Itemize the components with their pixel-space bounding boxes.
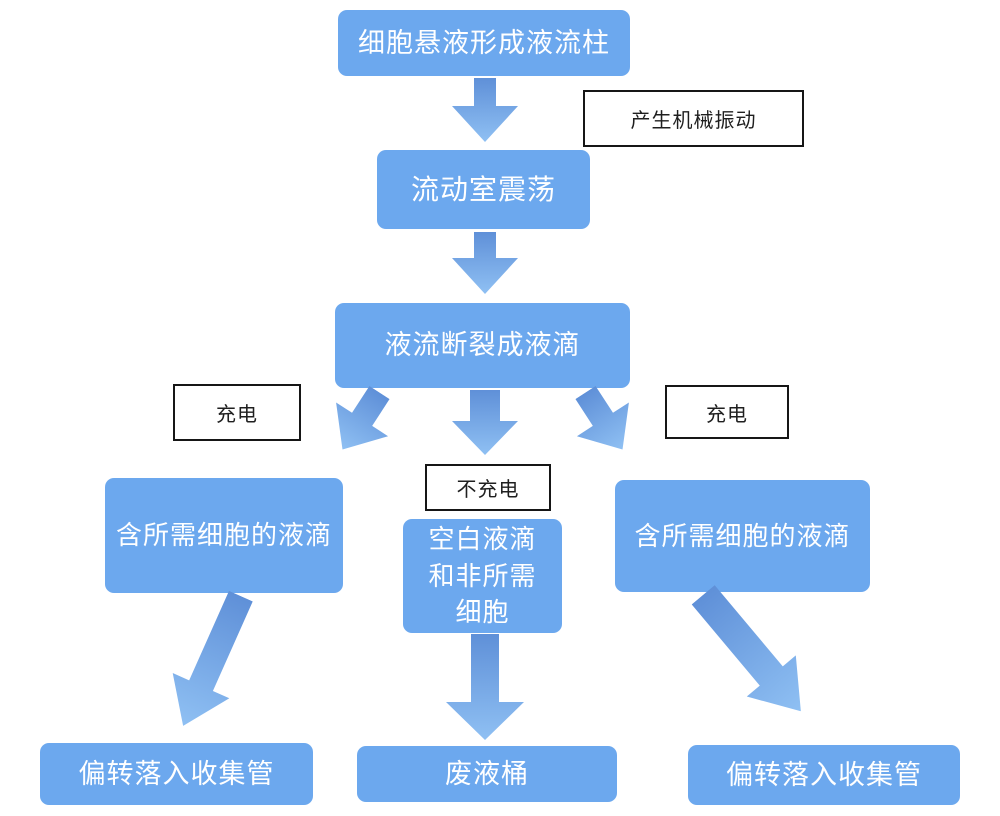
arrow-stream-to-chamber-icon [452, 78, 518, 142]
node-flow-chamber-oscillation: 流动室震荡 [377, 150, 590, 229]
arrow-droplets-to-right-droplet-icon [559, 376, 648, 467]
node-deflect-to-collection-tube-left: 偏转落入收集管 [40, 743, 313, 805]
arrow-right-droplet-to-collection-icon [679, 574, 826, 732]
arrow-droplets-to-left-droplet-icon [316, 376, 405, 467]
node-desired-cell-droplet-left: 含所需细胞的液滴 [105, 478, 343, 593]
node-stream-breaks-into-droplets: 液流断裂成液滴 [335, 303, 630, 388]
arrow-left-droplet-to-collection-icon [155, 584, 269, 739]
node-waste-container: 废液桶 [357, 746, 617, 802]
arrow-center-droplet-to-waste-icon [446, 634, 524, 740]
label-charge-right: 充电 [665, 385, 789, 439]
node-desired-cell-droplet-right: 含所需细胞的液滴 [615, 480, 870, 592]
label-charge-left: 充电 [173, 384, 301, 441]
arrow-chamber-to-droplets-icon [452, 232, 518, 294]
node-deflect-to-collection-tube-right: 偏转落入收集管 [688, 745, 960, 805]
node-cell-suspension-stream: 细胞悬液形成液流柱 [338, 10, 630, 76]
label-mechanical-vibration: 产生机械振动 [583, 90, 804, 147]
label-no-charge: 不充电 [425, 464, 551, 511]
node-blank-and-unwanted-droplet: 空白液滴 和非所需 细胞 [403, 519, 562, 633]
arrow-droplets-to-center-droplet-icon [452, 390, 518, 455]
